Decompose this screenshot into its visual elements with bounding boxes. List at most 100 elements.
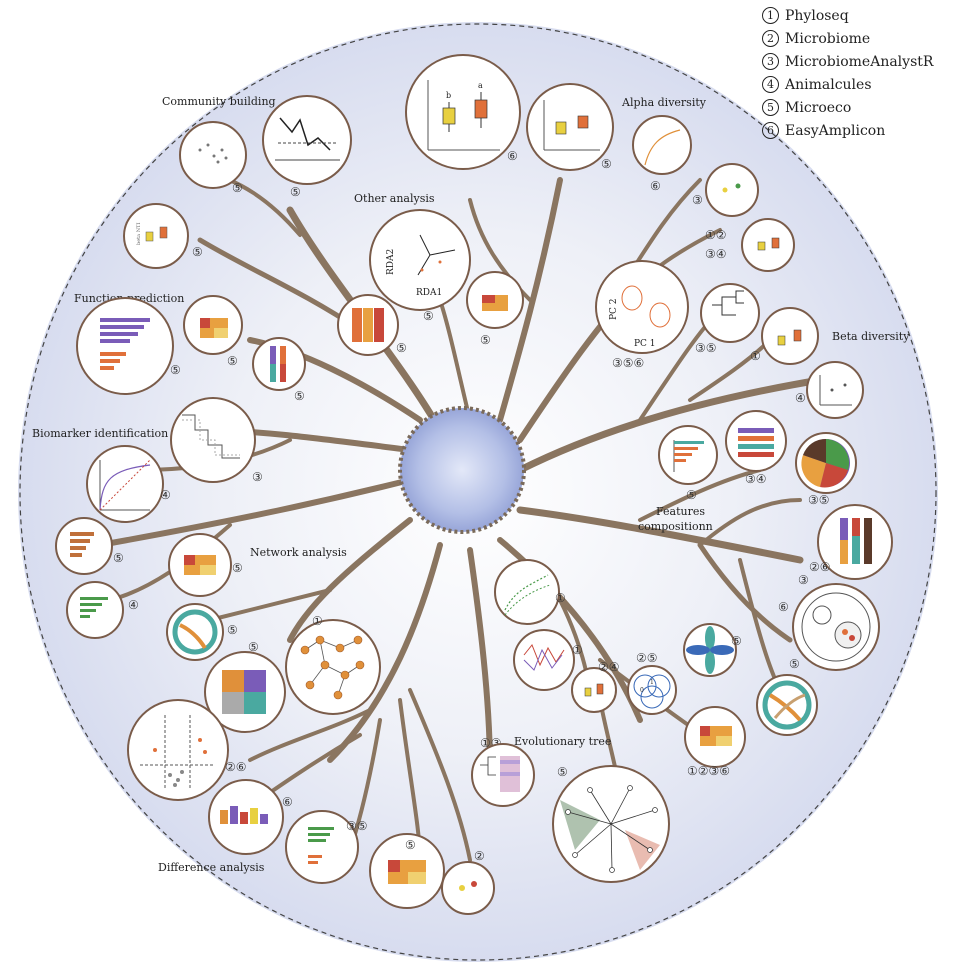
tag-fc8: ⑤ <box>789 657 800 671</box>
tag-bi1: ③ <box>252 470 263 484</box>
legend-number: 4 <box>762 76 779 93</box>
node-green-bars <box>66 581 124 639</box>
tag-pca: ③⑤⑥ <box>612 356 644 370</box>
legend-item: 6 EasyAmplicon <box>762 119 933 142</box>
node-lefse-bars <box>55 517 113 575</box>
label-beta-diversity: Beta diversity <box>832 330 910 343</box>
node-hbar-features <box>658 425 718 485</box>
outer-dashed-boundary <box>19 23 937 961</box>
node-quadrant <box>204 651 286 733</box>
svg-text:a: a <box>478 81 483 90</box>
svg-text:b: b <box>446 91 451 100</box>
tag-al4: ①② <box>705 228 727 242</box>
tag-al3: ③ <box>692 193 703 207</box>
node-manhattan <box>208 779 284 855</box>
node-chord-left <box>166 603 224 661</box>
node-dots-diff <box>441 861 495 915</box>
tag-fc4: ②⑥ <box>809 560 831 574</box>
node-network-graph <box>285 619 381 715</box>
tag-bd1: ③⑤ <box>695 341 717 355</box>
tag-et6: ⑤ <box>557 765 568 779</box>
node-boxplot-alpha <box>526 83 614 171</box>
label-community-building: Community building <box>162 95 276 108</box>
node-boxplot-beta <box>761 307 819 365</box>
node-venn: 1 0 <box>627 665 677 715</box>
tag-al2: ⑥ <box>650 179 661 193</box>
tag-fc2: ③④ <box>745 472 767 486</box>
tag-cb2: ⑤ <box>290 185 301 199</box>
svg-text:RDA2: RDA2 <box>386 249 396 275</box>
tag-da3: ③⑤ <box>346 819 368 833</box>
tag-et4: ②⑤ <box>636 651 658 665</box>
tag-al1: ⑤ <box>601 157 612 171</box>
legend-number: 2 <box>762 30 779 47</box>
tag-fp1: ⑤ <box>170 363 181 377</box>
tag-na2: ⑤ <box>227 623 238 637</box>
legend-label: MicrobiomeAnalystR <box>785 53 934 70</box>
legend-item: 2 Microbiome <box>762 27 933 50</box>
node-stacked-vbar <box>817 504 893 580</box>
legend-number: 1 <box>762 7 779 24</box>
node-circle-pack <box>792 583 880 671</box>
tag-bd2: ① <box>750 349 761 363</box>
tag-na3: ① <box>312 614 323 628</box>
node-pie <box>795 432 857 494</box>
label-difference-analysis: Difference analysis <box>158 861 265 874</box>
legend-item: 5 Microeco <box>762 96 933 119</box>
node-tree-heatmap <box>471 743 535 807</box>
node-function-bars <box>76 297 174 395</box>
node-rda: RDA2 RDA1 <box>369 209 471 311</box>
tag-da4: ⑤ <box>248 640 259 654</box>
tag-bi4: ④ <box>128 598 139 612</box>
node-stacked-function <box>252 337 306 391</box>
tag-fc1: ⑤ <box>686 488 697 502</box>
tag-fp2: ⑤ <box>227 354 238 368</box>
tag-bi2: ④ <box>160 488 171 502</box>
tag-da5-left: ⑤ <box>405 838 416 852</box>
svg-text:0: 0 <box>640 687 644 694</box>
label-evolutionary-tree: Evolutionary tree <box>514 735 611 748</box>
tag-da1: ②⑥ <box>225 760 247 774</box>
node-chord-right <box>756 674 818 736</box>
legend-label: Microbiome <box>785 30 871 47</box>
node-scatter-beta <box>806 361 864 419</box>
node-heatmap-network <box>168 533 232 597</box>
tag-fc5: ③ <box>798 573 809 587</box>
node-boxplot-large: b a <box>405 54 521 170</box>
legend-item: 1 Phyloseq <box>762 4 933 27</box>
node-pca: PC 2 PC 1 <box>595 260 689 354</box>
tag-oa3: ⑤ <box>423 309 434 323</box>
legend-item: 4 Animalcules <box>762 73 933 96</box>
label-alpha-diversity: Alpha diversity <box>621 96 707 109</box>
tag-bd3: ④ <box>795 391 806 405</box>
node-green-hbars <box>285 810 359 884</box>
svg-text:PC 1: PC 1 <box>634 339 656 349</box>
tag-et2: ① <box>572 643 583 657</box>
node-roc <box>86 445 164 523</box>
tag-al5: ③④ <box>705 247 727 261</box>
center-hub <box>398 406 526 534</box>
tag-oa2: ⑤ <box>480 333 491 347</box>
node-radial-tree <box>552 765 670 883</box>
label-network-analysis: Network analysis <box>250 546 347 559</box>
legend-number: 3 <box>762 53 779 70</box>
label-features-2: compositionn <box>638 520 713 533</box>
node-stacked-hbar <box>725 410 787 472</box>
tag-bi3: ⑤ <box>113 551 124 565</box>
tag-et7: ①②③⑥ <box>687 764 730 778</box>
legend-label: Microeco <box>785 99 852 116</box>
tag-fc6: ⑥ <box>778 600 789 614</box>
node-heatmap-other-1 <box>337 294 399 356</box>
node-flower <box>683 623 737 677</box>
svg-text:RDA1: RDA1 <box>416 288 442 298</box>
tag-et3: ②④ <box>598 660 620 674</box>
node-volcano <box>127 699 229 801</box>
node-heatmap-function <box>183 295 243 355</box>
legend-item: 3 MicrobiomeAnalystR <box>762 50 933 73</box>
tag-cb1: ⑤ <box>232 181 243 195</box>
node-rarefaction <box>632 115 692 175</box>
legend-label: EasyAmplicon <box>785 122 886 139</box>
node-heatmap-other-2 <box>466 271 524 329</box>
node-boxplot-alpha-2 <box>741 218 795 272</box>
label-other-analysis: Other analysis <box>354 192 435 205</box>
